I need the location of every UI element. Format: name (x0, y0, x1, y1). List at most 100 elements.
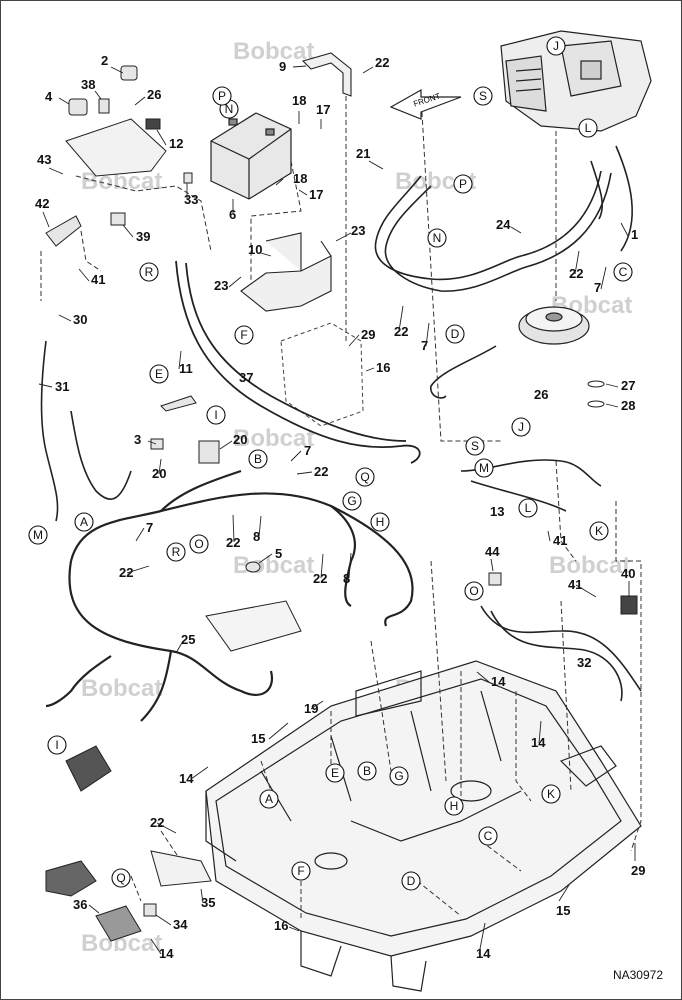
part-17-a: 17 (316, 102, 330, 117)
part-16-b: 16 (274, 918, 288, 933)
electric-clutch (518, 306, 590, 345)
part-38: 38 (81, 77, 95, 92)
part-22-e: 22 (226, 535, 240, 550)
callout-k-top: K (595, 524, 603, 538)
part-22-g: 22 (313, 571, 327, 586)
callout-q-mid: Q (360, 470, 369, 484)
battery-brackets (240, 52, 352, 312)
harness-13-32 (430, 345, 642, 702)
part-26-a: 26 (147, 87, 161, 102)
part-12: 12 (169, 136, 183, 151)
part-22-a: 22 (375, 55, 389, 70)
chassis-frame (205, 660, 642, 992)
callout-r-mid: R (172, 545, 181, 559)
part-31: 31 (55, 379, 69, 394)
battery-box-outline (280, 322, 364, 427)
part-33: 33 (184, 192, 198, 207)
part-22-d: 22 (314, 464, 328, 479)
engine-illustration (500, 30, 652, 132)
callout-i-top: I (214, 408, 217, 422)
part-17-b: 17 (309, 187, 323, 202)
callout-h-bottom: H (450, 799, 459, 813)
part-34: 34 (173, 917, 188, 932)
part-22-h: 22 (150, 815, 164, 830)
part-5: 5 (275, 546, 282, 561)
main-wire-harness (45, 469, 414, 722)
callout-j-mid: J (518, 420, 524, 434)
part-41-c: 41 (568, 577, 582, 592)
part-14-d: 14 (159, 946, 174, 961)
part-22-b: 22 (569, 266, 583, 281)
callout-p-top: P (218, 89, 226, 103)
part-32: 32 (577, 655, 591, 670)
callout-o-right: O (469, 584, 478, 598)
part-24: 24 (496, 217, 511, 232)
callout-p-right: P (459, 177, 467, 191)
small-parts (45, 65, 638, 942)
part-16-a: 16 (376, 360, 390, 375)
part-25: 25 (181, 632, 195, 647)
part-41-b: 41 (553, 533, 567, 548)
part-14-e: 14 (476, 946, 491, 961)
part-40: 40 (621, 566, 635, 581)
drawing-reference-id: NA30972 (613, 968, 663, 982)
callout-h-top: H (376, 515, 385, 529)
svg-text:Bobcat: Bobcat (549, 552, 630, 579)
part-22-f: 22 (119, 565, 133, 580)
part-7-a: 7 (594, 280, 601, 295)
part-4: 4 (45, 89, 53, 104)
part-18-b: 18 (293, 171, 307, 186)
callout-b-top: B (254, 452, 262, 466)
part-18-a: 18 (292, 93, 306, 108)
part-15-a: 15 (251, 731, 265, 746)
callout-g-bottom: G (394, 769, 403, 783)
harness-31 (40, 340, 132, 522)
callout-c-bottom: C (484, 829, 493, 843)
part-9: 9 (279, 59, 286, 74)
part-28: 28 (621, 398, 635, 413)
callout-b-bottom: B (363, 764, 371, 778)
callout-s-mid: S (471, 439, 479, 453)
part-43: 43 (37, 152, 51, 167)
part-29-a: 29 (361, 327, 375, 342)
callout-e-top: E (155, 367, 163, 381)
part-14-c: 14 (179, 771, 194, 786)
part-22-c: 22 (394, 324, 408, 339)
part-42: 42 (35, 196, 49, 211)
part-7-d: 7 (146, 520, 153, 535)
front-direction-arrow: FRONT (389, 88, 462, 120)
svg-text:Bobcat: Bobcat (233, 552, 314, 579)
part-30: 30 (73, 312, 87, 327)
callout-a-top: A (80, 515, 88, 529)
svg-text:Bobcat: Bobcat (81, 675, 162, 702)
svg-text:Bobcat: Bobcat (233, 425, 314, 452)
part-35: 35 (201, 895, 215, 910)
part-20-a: 20 (233, 432, 247, 447)
part-27: 27 (621, 378, 635, 393)
harness-37 (175, 260, 421, 464)
callout-i-bottom: I (55, 738, 58, 752)
callout-o-left: O (194, 537, 203, 551)
callout-m-mid: M (479, 461, 489, 475)
part-23-b: 23 (214, 278, 228, 293)
part-1: 1 (631, 227, 638, 242)
engine-harness-24 (374, 145, 633, 292)
part-29-b: 29 (631, 863, 645, 878)
callout-j-top: J (553, 39, 559, 53)
part-6: 6 (229, 207, 236, 222)
callout-k-bottom: K (547, 787, 555, 801)
callout-m-left: M (33, 528, 43, 542)
callout-f-bottom: F (297, 864, 304, 878)
part-11: 11 (179, 361, 193, 376)
callout-n-right: N (433, 231, 442, 245)
part-41-a: 41 (91, 272, 105, 287)
callout-l-mid: L (525, 501, 532, 515)
part-8-a: 8 (253, 529, 260, 544)
part-number-labels: 2 9 22 38 4 26 18 17 12 21 43 18 17 33 4… (35, 53, 645, 961)
part-44: 44 (485, 544, 500, 559)
callout-r-top: R (145, 265, 154, 279)
callout-d-bottom: D (407, 874, 416, 888)
callout-c-top: C (619, 265, 628, 279)
